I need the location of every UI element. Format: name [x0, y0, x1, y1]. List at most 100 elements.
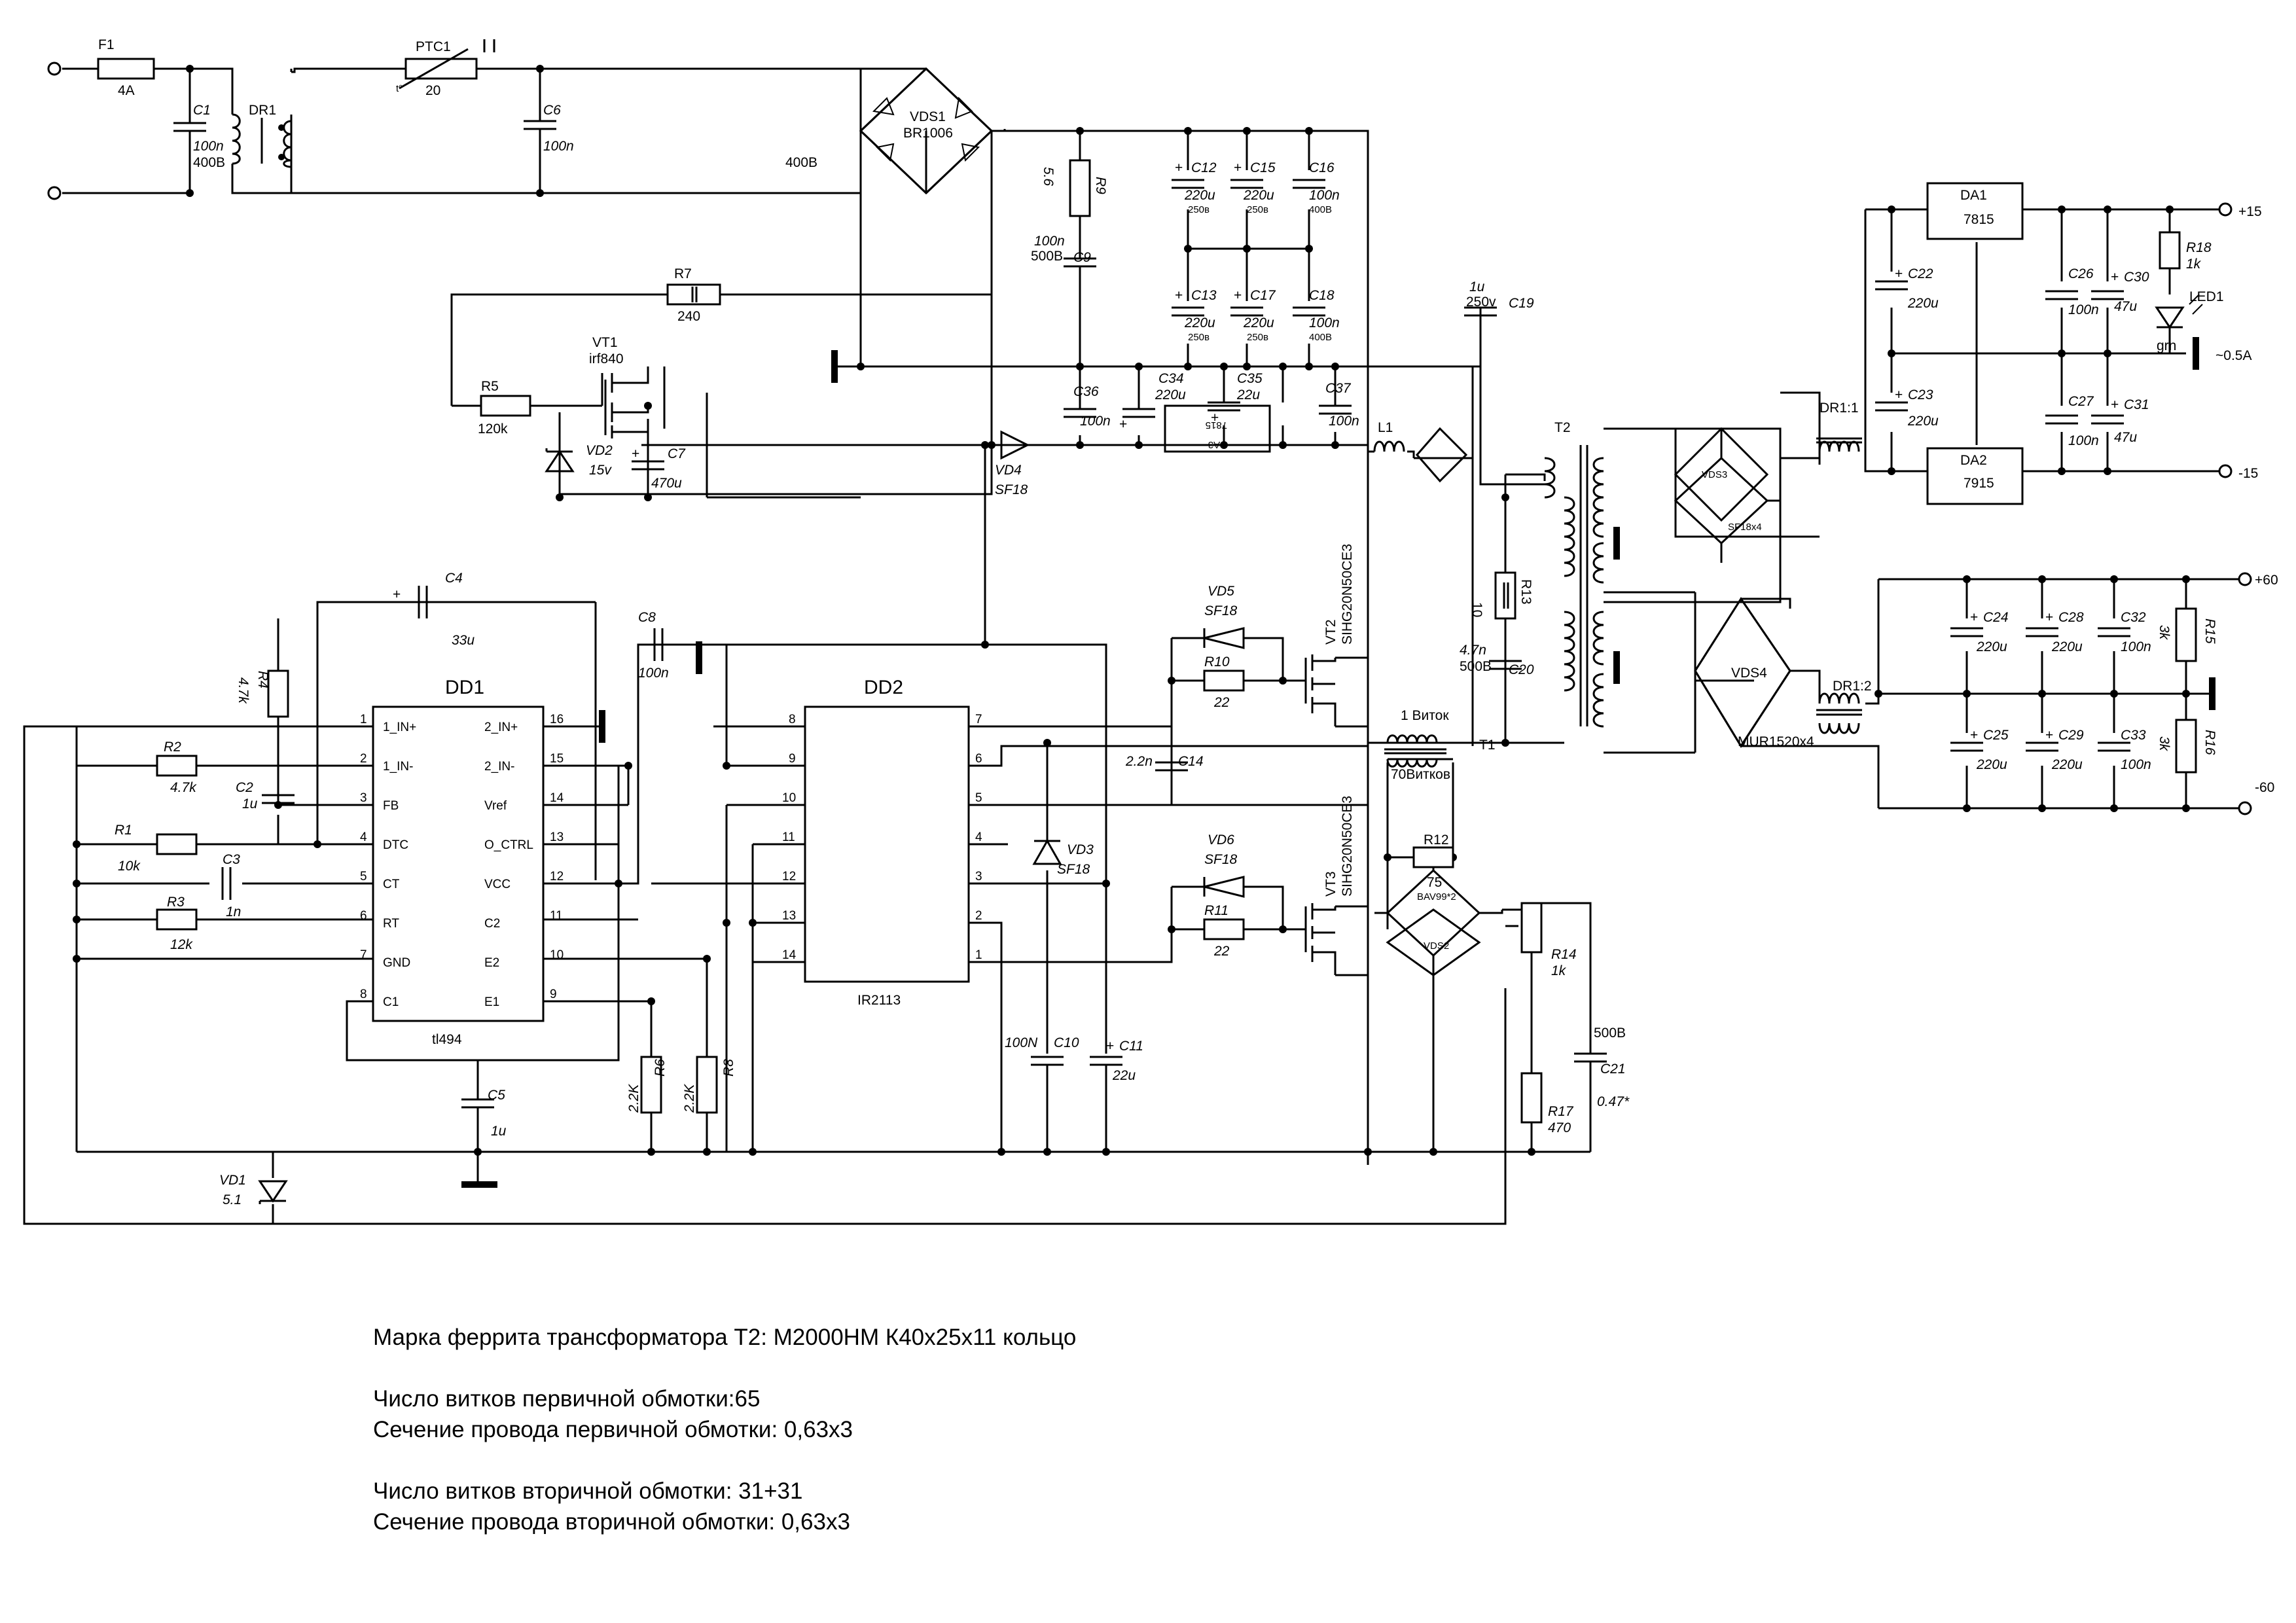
fuse-f1: F1 4A [97, 37, 155, 98]
r17-ref: R17 [1548, 1104, 1574, 1119]
capacitor-c24: + C24 220u [1950, 610, 2009, 654]
r14-ref: R14 [1551, 947, 1577, 962]
svg-text:+: + [1970, 610, 1978, 625]
c31-value: 47u [2114, 430, 2137, 445]
capacitor-c25: + C25 220u [1950, 728, 2009, 772]
dr11-ref: DR1:1 [1820, 401, 1859, 416]
dd2-pin-left-1: 8 [789, 713, 796, 726]
c11-value: 22u [1112, 1068, 1136, 1083]
vds2-ref: VDS2 [1424, 940, 1449, 952]
terminal-m60 [2238, 801, 2252, 815]
dd1-pin-num-right: 12 [550, 870, 564, 883]
dd1-pin-name-left: C1 [383, 995, 399, 1009]
dd2-pin-left-2: 9 [789, 752, 796, 766]
dd1-pin-num-right: 11 [550, 909, 563, 923]
r2-ref: R2 [164, 740, 181, 755]
dd1-pin-name-right: E1 [484, 995, 499, 1009]
resistor-r13: R13 10 [1469, 571, 1534, 620]
c23-ref: C23 [1908, 387, 1933, 402]
c8-value: 100n [638, 666, 669, 681]
dd1-pin-name-left: GND [383, 956, 410, 970]
r6-value: 2.2K [626, 1084, 641, 1113]
chip-dd2: DD2 IR2113 8 9 10 11 12 13 14 7 6 5 4 3 … [782, 677, 982, 1008]
c11-ref: C11 [1119, 1039, 1143, 1054]
terminal-p15 [2218, 202, 2233, 217]
c4-value: 33u [452, 633, 475, 648]
dd1-pin-name-right: 2_IN+ [484, 721, 518, 734]
r7-value: 240 [677, 309, 700, 324]
mosfet-vt3: VT3 SIHG20N50CE3 [1304, 796, 1355, 975]
vd5-ref: VD5 [1208, 584, 1234, 599]
c8-ref: C8 [638, 610, 656, 625]
vd4-ref: VD4 [995, 463, 1022, 478]
c24-ref: C24 [1983, 610, 2009, 625]
da2-ref: DA2 [1960, 453, 1987, 468]
capacitor-c28: + C28 220u [2026, 610, 2084, 654]
dd1-pin-name-right: E2 [484, 956, 499, 970]
c16-ref: C16 [1309, 160, 1335, 175]
dr12-ref: DR1:2 [1833, 679, 1872, 694]
c21-value: 0.47* [1597, 1094, 1630, 1109]
c1-rating: 400В [193, 155, 225, 170]
vt2-value: SIHG20N50CE3 [1340, 544, 1355, 645]
f1-value: 4A [118, 83, 135, 98]
dd1-pin-name-left: CT [383, 878, 400, 891]
capacitor-c30: + C30 47u [2091, 270, 2149, 314]
c32-value: 100n [2121, 639, 2151, 654]
regulator-da2: DA2 7915 [1926, 447, 2024, 505]
dd1-pin-num-right: 15 [550, 752, 564, 766]
da2-value: 7915 [1964, 476, 1994, 491]
svg-text:+: + [1175, 288, 1183, 303]
capacitor-c6: C6 100n [524, 69, 574, 193]
vd5-value: SF18 [1204, 603, 1238, 618]
c33-value: 100n [2121, 757, 2151, 772]
c10-value: 100N [1005, 1035, 1038, 1050]
dd2-pin-right-7: 1 [975, 948, 982, 962]
l1-ref: L1 [1378, 420, 1393, 435]
r1-ref: R1 [115, 823, 132, 838]
capacitor-c8: C8 100n [638, 610, 669, 681]
vds1-ref: VDS1 [910, 109, 946, 124]
r3-value: 12k [170, 937, 193, 952]
resistor-r6: R6 2.2K [626, 1056, 668, 1114]
c35-ref: C35 [1237, 371, 1263, 386]
bridge-small [1416, 427, 1468, 483]
c20-ref: C20 [1509, 662, 1534, 677]
resistor-r15: R15 3k [2157, 607, 2217, 662]
r5-value: 120k [478, 421, 508, 437]
svg-text:+: + [1970, 728, 1978, 743]
c26-ref: C26 [2068, 266, 2094, 281]
c13-ref: C13 [1191, 288, 1217, 303]
c18-ref: C18 [1309, 288, 1335, 303]
r14-value: 1k [1551, 963, 1567, 978]
dd1-pin-num-left: 1 [360, 713, 367, 726]
note-secondary-wire: Сечение провода вторичной обмотки: 0,63х… [373, 1509, 850, 1535]
dd1-pin-name-left: 1_IN- [383, 760, 413, 774]
vd2-ref: VD2 [586, 443, 613, 458]
diode-vd5: VD5 SF18 [1203, 584, 1245, 649]
svg-text:+: + [2045, 610, 2053, 625]
r3-ref: R3 [167, 895, 185, 910]
resistor-r1: R1 10k [115, 823, 198, 874]
diode-vd4: VD4 SF18 [995, 430, 1034, 497]
mains-terminal-2 [47, 186, 62, 200]
vds3-value: SF18x4 [1728, 522, 1762, 533]
bridge-vds1: VDS1 BR1006 [859, 67, 994, 195]
r11-ref: R11 [1204, 903, 1229, 918]
c20-value: 4.7n [1460, 643, 1486, 658]
c9-ref: C9 [1073, 250, 1091, 265]
c14-ref: C14 [1178, 754, 1204, 769]
thermistor-ptc1: PTC1 t° 20 [396, 39, 495, 98]
capacitor-c17: + C17 220u 250в [1230, 288, 1276, 343]
c37-ref: C37 [1325, 381, 1352, 396]
resistor-r12: R12 75 [1412, 832, 1454, 890]
terminals [47, 62, 2252, 815]
t1-ref: T1 [1479, 738, 1496, 753]
dd1-pin-num-left: 8 [360, 988, 367, 1001]
svg-text:+: + [393, 587, 401, 602]
c16-value: 100n [1309, 188, 1340, 203]
dd2-pin-right-3: 5 [975, 791, 982, 805]
dd1-part: tl494 [432, 1032, 462, 1047]
dd2-pin-left-7: 14 [782, 948, 797, 962]
t1-sec: 70Витков [1391, 767, 1450, 782]
